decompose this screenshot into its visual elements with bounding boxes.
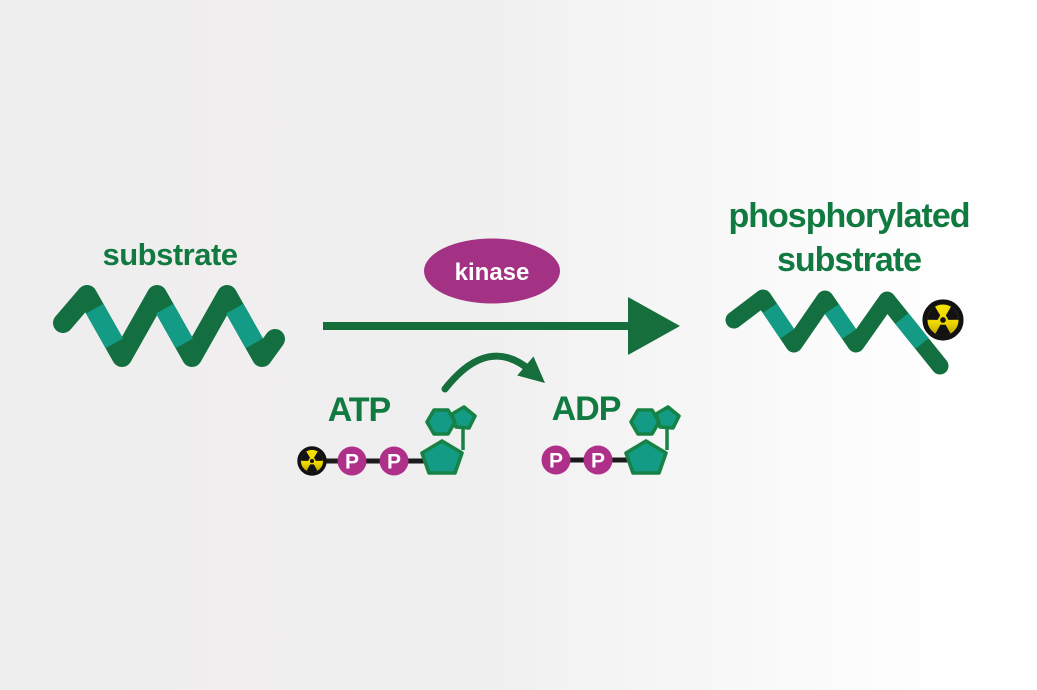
phosphate-label: P (549, 450, 563, 473)
ribose-pentagon (624, 439, 668, 475)
phosphate-circle (379, 446, 409, 476)
phosphate-circle (337, 446, 367, 476)
substrate-label: substrate (102, 237, 237, 272)
ribose-pentagon (420, 439, 464, 475)
product-label-line2: substrate (777, 241, 921, 279)
substrate-group: substrate (53, 237, 285, 367)
adenine-hexagon (629, 408, 661, 436)
reaction-arrow-icon (323, 297, 680, 355)
adenine-hexagon (425, 408, 457, 436)
product-label-line1: phosphorylated (728, 197, 969, 235)
atp-label: ATP (328, 391, 391, 429)
atp-group: ATP P P (299, 391, 477, 476)
enzyme-group: kinase (424, 238, 560, 304)
radiation-icon (925, 302, 961, 338)
product-group: phosphorylated substrate (725, 197, 969, 375)
adenine-pentagon (450, 405, 477, 430)
phosphate-label: P (591, 450, 605, 473)
adenine-pentagon (654, 405, 681, 430)
substrate-helix-icon (53, 285, 285, 367)
phosphate-label: P (345, 451, 359, 474)
phosphate-circle (583, 445, 613, 475)
kinase-label: kinase (455, 259, 530, 286)
product-helix-icon (725, 289, 949, 375)
adp-label: ADP (552, 390, 621, 428)
kinase-ellipse (424, 238, 560, 304)
phosphate-label: P (387, 451, 401, 474)
adp-group: ADP P P (541, 390, 681, 475)
radiation-icon (299, 448, 325, 474)
phosphate-circle (541, 445, 571, 475)
transfer-arrow-icon (441, 352, 545, 393)
